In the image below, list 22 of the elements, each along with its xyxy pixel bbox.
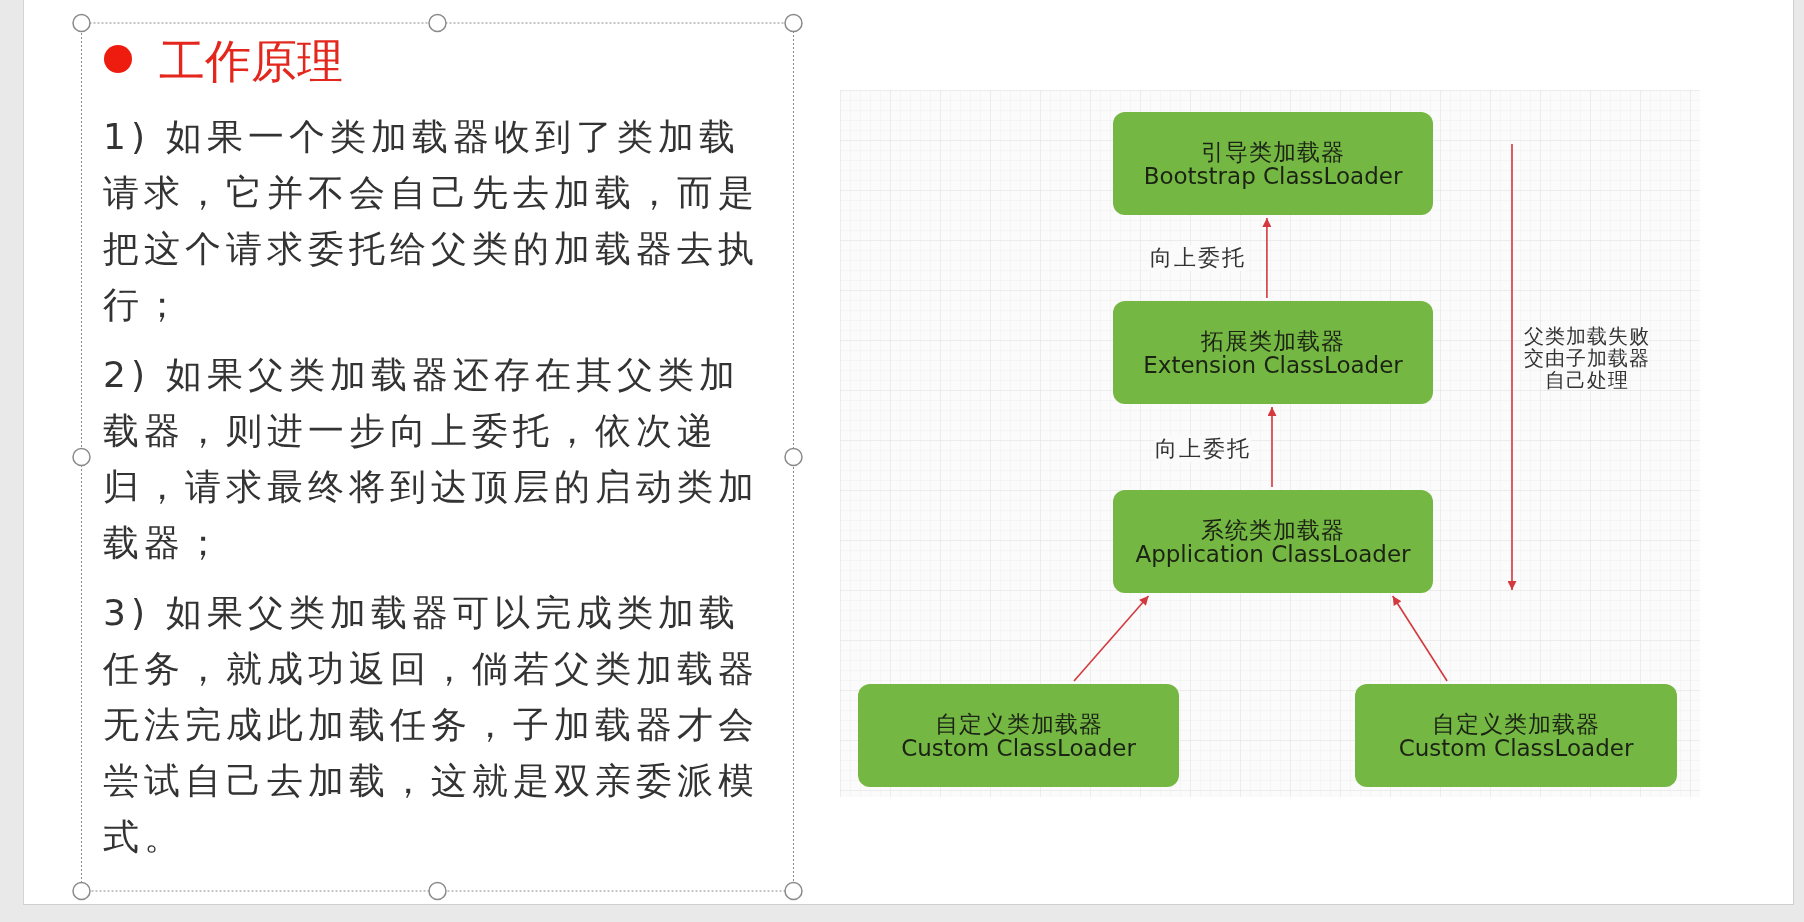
node-label: 自定义类加载器 <box>1432 711 1600 736</box>
process-box <box>1113 301 1433 404</box>
process-box <box>1113 112 1433 215</box>
arrow <box>1391 595 1448 682</box>
edge-label: 向上委托 <box>1150 245 1246 271</box>
node-label: Bootstrap ClassLoader <box>1143 163 1403 188</box>
note-text: 父类加载失败交由子加载器自己处理 <box>1523 325 1651 391</box>
node-label: 自定义类加载器 <box>934 711 1103 736</box>
process-box <box>1355 684 1677 787</box>
process-box <box>1113 490 1433 593</box>
edge-label: 向上委托 <box>1155 436 1251 462</box>
node-label: 引导类加载器 <box>1201 139 1345 164</box>
arrow <box>1262 217 1272 299</box>
arrow <box>1267 406 1277 488</box>
arrow <box>1073 595 1150 682</box>
node-label: Extension ClassLoader <box>1143 352 1403 377</box>
process-box <box>858 684 1179 787</box>
node-label: Application ClassLoader <box>1135 541 1411 566</box>
node-label: Custom ClassLoader <box>901 735 1136 760</box>
node-label: 系统类加载器 <box>1201 517 1345 542</box>
node-label: Custom ClassLoader <box>1398 735 1634 760</box>
node-label: 拓展类加载器 <box>1201 328 1345 353</box>
